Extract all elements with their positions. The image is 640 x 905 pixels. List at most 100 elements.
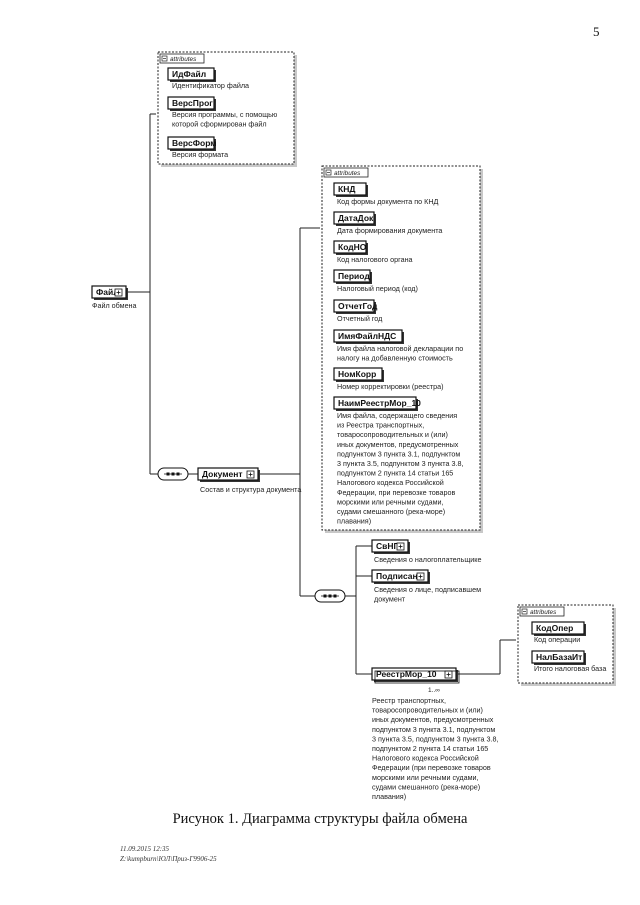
document-description: Состав и структура документа (200, 485, 301, 494)
child-element-description: Сведения о налогоплательщике (374, 555, 482, 564)
attribute-description: Имя файла, содержащего сведения (337, 411, 457, 420)
node-box (531, 621, 585, 635)
occurrence-label: 1..∞ (428, 687, 440, 694)
child-element-description: документ (374, 595, 406, 604)
attribute-node: НомКорр (333, 367, 384, 382)
registry-description: плавания) (372, 792, 406, 801)
registry-node: РеестрМор_10 (371, 667, 458, 682)
registry-description: подпунктом 2 пункта 14 статьи 165 (372, 744, 488, 753)
node-label: ОтчетГод (338, 301, 378, 311)
node-label: РеестрМор_10 (376, 669, 437, 679)
attribute-description: Итого налоговая база (534, 664, 606, 673)
registry-description: 3 пункта 3.5, подпунктом 3 пункта 3.8, (372, 734, 499, 743)
node-label: КНД (338, 184, 355, 194)
repeat-frame (374, 670, 460, 684)
node-box (167, 67, 215, 81)
node-box (167, 136, 215, 150)
attribute-description: Версия программы, с помощью (172, 110, 278, 119)
attribute-description: подпунктом 3 пункта 3.1, подпунктом (337, 449, 460, 458)
attributes-tab (159, 53, 205, 64)
attributes-tab (519, 606, 565, 617)
attribute-description: Отчетный год (337, 314, 383, 323)
registry-description: Федерации (при перевозке товаров (372, 763, 491, 772)
node-label: Документ (202, 469, 243, 479)
node-box (531, 650, 585, 664)
footer-path: Z:\kumpburn\ЮЛ\Приз-Г9906-25 (120, 855, 217, 863)
registry-attributes-panel (517, 604, 614, 684)
sequence-dot (333, 594, 337, 598)
sequence-dot (171, 472, 175, 476)
attribute-description: Имя файла налоговой декларации по (337, 344, 463, 353)
node-box (333, 396, 417, 410)
node-label: КодОпер (536, 623, 573, 633)
node-box (333, 329, 403, 343)
connector-lines (126, 113, 516, 675)
sequence-dot (166, 472, 170, 476)
registry-description: товаросопроводительных и (или) (372, 706, 483, 715)
node-label: Подписант (376, 571, 422, 581)
attribute-description: подпунктом 2 пункта 14 статьи 165 (337, 469, 453, 478)
child-element-node: Подписант (371, 569, 430, 584)
registry-description: Налогового кодекса Российской (372, 754, 479, 763)
footer-timestamp: 11.09.2015 12:35 (120, 845, 170, 853)
attribute-description: Налоговый период (код) (337, 284, 418, 293)
node-label: ВерсФорм (172, 138, 217, 148)
attribute-node: КодОпер (531, 621, 586, 636)
registry-description: морскими или речными судами, (372, 773, 479, 782)
sequence-dot (328, 594, 332, 598)
attribute-node: КодНО (333, 240, 368, 255)
node-label: НалБазаИт (536, 652, 582, 662)
attribute-description: Идентификатор файла (172, 81, 249, 90)
attribute-node: Период (333, 269, 372, 284)
attribute-description: Код налогового органа (337, 255, 413, 264)
attribute-description: налогу на добавленную стоимость (337, 354, 453, 363)
node-box (167, 96, 215, 110)
child-element-description: Сведения о лице, подписавшем (374, 585, 481, 594)
registry-description: иных документов, предусмотренных (372, 715, 494, 724)
attribute-description: Код формы документа по КНД (337, 197, 439, 206)
node-box (333, 211, 375, 225)
attribute-node: ИмяФайлНДС (333, 329, 404, 344)
attribute-node: НаимРеестрМор_10 (333, 396, 421, 411)
node-label: КодНО (338, 242, 367, 252)
attribute-node: ДатаДок (333, 211, 376, 226)
attributes-tab (323, 167, 369, 178)
document-attributes-panel (321, 165, 481, 531)
attribute-node: КНД (333, 182, 368, 197)
attribute-description: Код операции (534, 635, 580, 644)
registry-description: Реестр транспортных, (372, 696, 446, 705)
attribute-description: Налогового кодекса Российской (337, 478, 444, 487)
node-box (333, 299, 375, 313)
node-label: СвНП (376, 541, 400, 551)
attribute-node: ОтчетГод (333, 299, 378, 314)
node-label: НаимРеестрМор_10 (338, 398, 421, 408)
attribute-description: которой сформирован файл (172, 120, 267, 129)
node-box (333, 240, 367, 254)
attribute-description: судами смешанного (река-море) (337, 507, 445, 516)
attribute-description: Номер корректировки (реестра) (337, 382, 444, 391)
node-label: Период (338, 271, 370, 281)
node-box (333, 269, 371, 283)
figure-caption: Рисунок 1. Диаграмма структуры файла обм… (172, 811, 468, 827)
node-box (333, 182, 367, 196)
attributes-tab-label: attributes (170, 56, 197, 63)
root-node: Файл (91, 285, 128, 300)
sequence-dot (323, 594, 327, 598)
attribute-description: морскими или речными судами, (337, 497, 444, 506)
page-number: 5 (593, 24, 600, 39)
attribute-node: НалБазаИт (531, 650, 586, 665)
sequence-dot (176, 472, 180, 476)
node-label: Файл (96, 287, 119, 297)
node-box (371, 569, 429, 583)
attribute-node: ИдФайл (167, 67, 216, 82)
attribute-node: ВерсПрог (167, 96, 216, 111)
node-label: ВерсПрог (172, 98, 213, 108)
attribute-node: ВерсФорм (167, 136, 217, 151)
attribute-description: иных документов, предусмотренных (337, 440, 459, 449)
attribute-description: Дата формирования документа (337, 226, 442, 235)
document-node: Документ (197, 467, 260, 482)
registry-description: подпунктом 3 пункта 3.1, подпунктом (372, 725, 495, 734)
attribute-description: 3 пункта 3.5, подпунктом 3 пункта 3.8, (337, 459, 464, 468)
node-label: ДатаДок (338, 213, 374, 223)
